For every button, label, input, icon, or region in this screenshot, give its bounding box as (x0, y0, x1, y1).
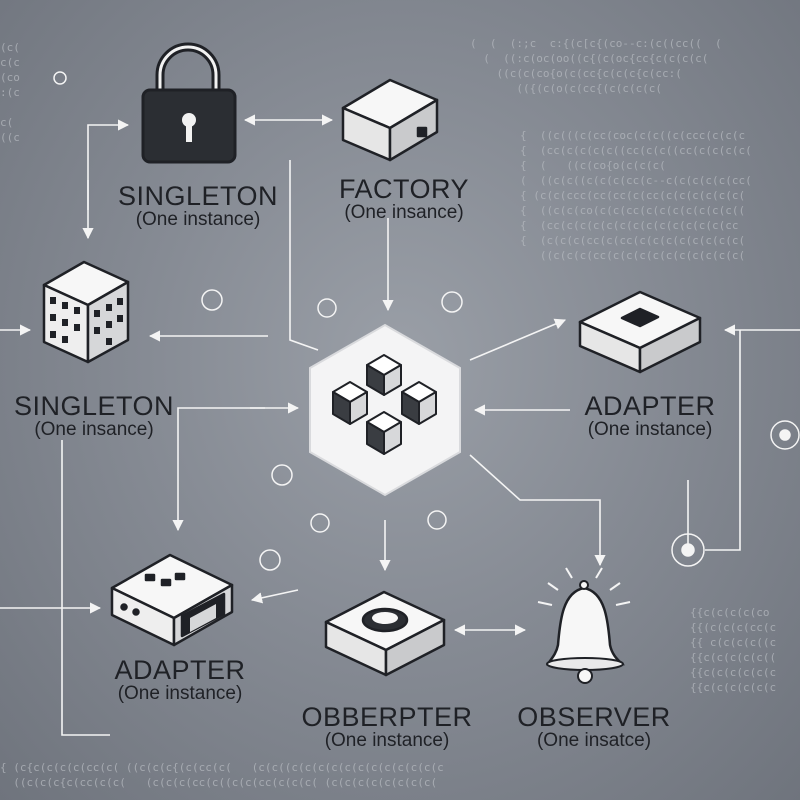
node-label-obbepter: OBBERPTER (One instance) (277, 703, 497, 751)
node-subtitle: (One insance) (344, 202, 464, 224)
arrow-center-to-observer (469, 454, 606, 567)
pin-circle (53, 71, 67, 85)
pin-circle (310, 513, 330, 533)
node-title: FACTORY (338, 174, 470, 204)
ring-node-dot (779, 429, 791, 441)
node-title: ADAPTER (584, 391, 716, 421)
square-block-icon (578, 290, 702, 374)
arrow-obbepter-to-adapter-left (250, 589, 299, 604)
node-title: SINGLETON (13, 391, 175, 421)
node-title: ADAPTER (114, 655, 246, 685)
padlock-icon (141, 42, 237, 164)
bell-icon (537, 567, 631, 684)
node-title: OBSERVER (517, 702, 671, 732)
ring-node-icon (671, 533, 705, 567)
node-label-factory: FACTORY (One insance) (294, 175, 514, 223)
line-right-vertical (705, 330, 741, 551)
warehouse-block-icon (110, 553, 234, 647)
node-subtitle: (One insance) (34, 419, 154, 441)
box-icon (341, 78, 439, 162)
node-subtitle: (One instance) (324, 730, 450, 752)
node-subtitle: (One instance) (135, 209, 261, 231)
building-icon (42, 260, 130, 364)
node-subtitle: (One instance) (587, 419, 713, 441)
arrow-left-down-to-adapter (172, 407, 265, 532)
node-label-singleton-top: SINGLETON (One instance) (88, 182, 308, 230)
pin-circle (441, 291, 463, 313)
node-label-observer: OBSERVER (One insatce) (484, 703, 704, 751)
pin-circle (201, 289, 223, 311)
node-label-adapter-right: ADAPTER (One instance) (540, 392, 760, 440)
pin-circle (271, 464, 293, 486)
node-subtitle: (One insatce) (536, 730, 652, 752)
pin-circle (317, 298, 337, 318)
pin-circle (259, 549, 281, 571)
cubes-hub-icon (309, 323, 461, 497)
node-subtitle: (One instance) (117, 683, 243, 705)
arrow-center-to-adapter-right (469, 318, 567, 361)
node-title: SINGLETON (117, 181, 279, 211)
ring-node-dot (681, 543, 695, 557)
ring-node-icon (770, 420, 800, 450)
ring-block-icon (324, 590, 446, 677)
line-factory-to-center-left (289, 160, 319, 351)
node-label-singleton-left: SINGLETON (One insance) (0, 392, 204, 440)
line-left-bottom (61, 440, 110, 736)
pin-circle (427, 510, 447, 530)
node-title: OBBERPTER (301, 702, 473, 732)
node-label-adapter-left: ADAPTER (One instance) (70, 656, 290, 704)
